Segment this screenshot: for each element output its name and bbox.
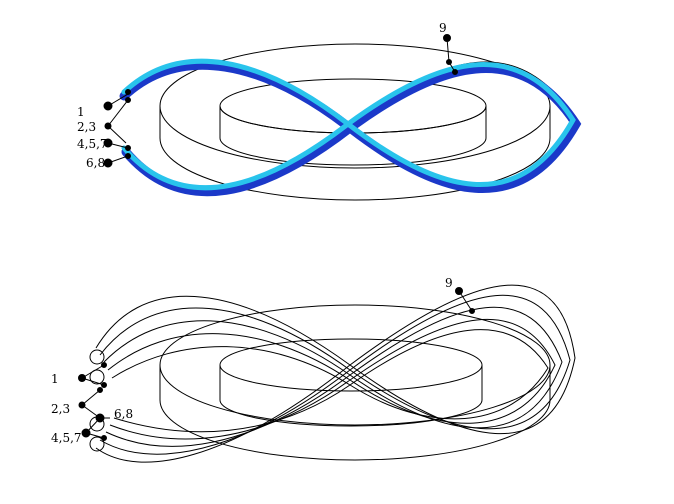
top-core-bottom-outer: [159, 137, 551, 201]
top-left-terminals: [103, 89, 131, 168]
top-label-2-3: 2,3: [77, 120, 96, 134]
bottom-label-2-3: 2,3: [51, 402, 70, 416]
top-terminal-1: [103, 101, 113, 111]
top-winding-band-inner: [121, 58, 576, 191]
bottom-terminal-9-lead: [455, 287, 475, 314]
bottom-terminal-9: [455, 287, 463, 295]
top-terminal-4-5-7: [103, 138, 113, 148]
bottom-windings: [95, 284, 576, 463]
top-winding-band-outer: [119, 60, 582, 197]
bottom-terminal-4-5-7: [81, 428, 91, 438]
bottom-terminal-1: [78, 374, 86, 382]
bottom-label-6-8: 6,8: [114, 407, 133, 421]
top-panel: 1 2,3 4,5,7 6,8 9: [77, 21, 582, 201]
bottom-label-9: 9: [445, 276, 453, 290]
bottom-terminal-2-3: [78, 401, 86, 409]
top-core-hole-bottom: [219, 137, 487, 166]
top-label-4-5-7: 4,5,7: [77, 137, 108, 151]
bottom-core-bottom-outer: [159, 399, 551, 461]
bottom-left-terminals: [78, 362, 110, 441]
top-terminal-9: [443, 34, 451, 42]
bottom-core-top-inner: [219, 338, 483, 392]
bottom-core-hole-bottom: [219, 399, 483, 427]
top-label-9: 9: [439, 21, 447, 35]
bottom-left-loops: [89, 349, 105, 452]
top-terminal-2-3: [104, 122, 112, 130]
top-terminal-6-8: [103, 158, 113, 168]
bottom-label-4-5-7: 4,5,7: [51, 431, 82, 445]
bottom-core-top-outer: [159, 304, 551, 426]
top-terminal-9-lead: [443, 34, 458, 75]
bottom-panel: 1 2,3 4,5,7 6,8 9: [51, 276, 576, 463]
top-label-6-8: 6,8: [86, 156, 105, 170]
top-label-1: 1: [77, 105, 85, 119]
bottom-toroid-core: [159, 304, 551, 461]
bottom-label-1: 1: [51, 372, 59, 386]
bottom-terminal-6-8: [95, 413, 105, 423]
